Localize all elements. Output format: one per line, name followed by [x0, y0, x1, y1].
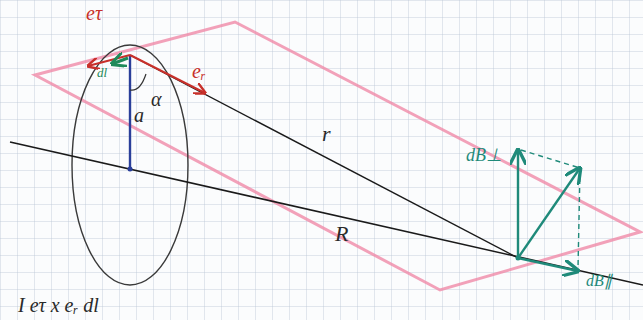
vector-label: eᵣ	[192, 60, 206, 82]
field-label: dB⊥	[466, 146, 502, 166]
field-vector	[517, 150, 519, 258]
plane	[35, 22, 640, 290]
axis-line	[10, 142, 643, 285]
distance-line	[130, 55, 518, 258]
field-vector	[518, 258, 578, 271]
angle-label: α	[151, 88, 162, 110]
formula-text: I eτ x eᵣ dl	[18, 294, 99, 316]
dashed-line	[578, 170, 580, 268]
distance-label: r	[322, 122, 331, 146]
field-vector	[518, 168, 580, 258]
current-loop	[72, 45, 188, 285]
dashed-line	[521, 150, 580, 168]
radius-label: a	[134, 104, 144, 126]
field-point	[516, 256, 521, 261]
vector-label: eτ	[86, 2, 102, 24]
element-vector	[112, 58, 128, 64]
unit-vector	[130, 55, 205, 93]
distance-label: R	[335, 222, 348, 246]
center-dot	[128, 167, 133, 172]
unit-vector	[88, 55, 130, 66]
radius-line	[129, 55, 131, 169]
angle-arc	[130, 74, 146, 90]
element-label: dl	[97, 66, 107, 80]
field-label: dB∥	[586, 272, 612, 290]
